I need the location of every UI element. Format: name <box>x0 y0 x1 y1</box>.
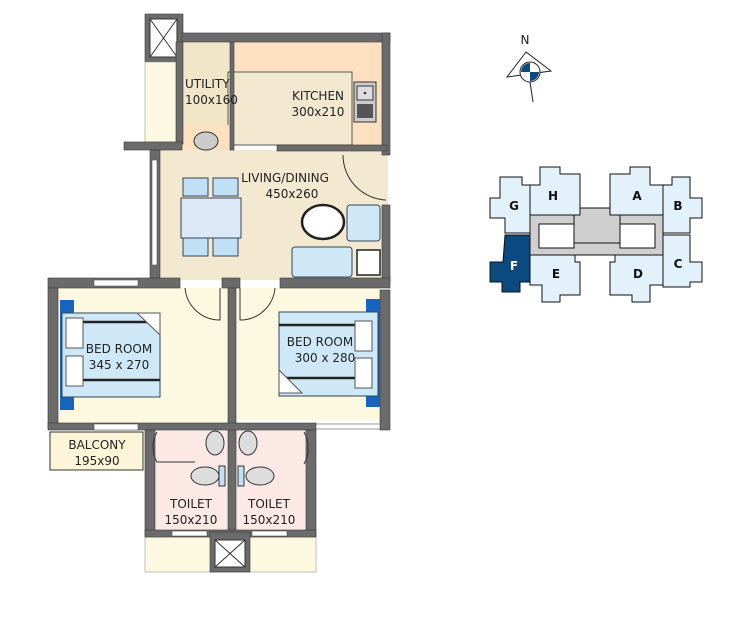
svg-text:D: D <box>633 267 643 281</box>
svg-text:450x260: 450x260 <box>266 187 319 201</box>
svg-text:LIVING/DINING: LIVING/DINING <box>241 171 329 185</box>
room-label-living: LIVING/DINING 450x260 <box>241 171 329 201</box>
key-plan-labels: G H A B F E D C <box>509 189 683 281</box>
room-label-kitchen: KITCHEN 300x210 <box>292 89 345 119</box>
svg-text:BED ROOM: BED ROOM <box>86 342 152 356</box>
room-label-toilet-2: TOILET 150x210 <box>243 497 296 527</box>
kitchen-counter-area <box>227 71 353 146</box>
svg-text:H: H <box>548 189 558 203</box>
svg-text:100x160: 100x160 <box>185 93 238 107</box>
sofa-icon <box>291 246 353 278</box>
svg-text:N: N <box>521 33 530 47</box>
svg-text:TOILET: TOILET <box>169 497 213 511</box>
key-unit-E <box>529 254 581 303</box>
key-unit-H <box>529 166 581 216</box>
room-label-utility: UTILITY 100x160 <box>185 77 238 107</box>
svg-text:195x90: 195x90 <box>74 454 119 468</box>
bottom-shaft <box>209 531 251 573</box>
key-plan <box>489 166 703 303</box>
north-compass-icon: N <box>505 33 553 103</box>
key-unit-G <box>489 176 531 234</box>
key-unit-A <box>609 166 664 216</box>
svg-text:KITCHEN: KITCHEN <box>292 89 344 103</box>
coffee-table-icon <box>300 203 346 241</box>
svg-text:345 x 270: 345 x 270 <box>89 358 150 372</box>
balcony-floor <box>49 431 144 471</box>
wash-basin-icon <box>193 131 219 151</box>
svg-text:BALCONY: BALCONY <box>68 438 126 452</box>
svg-text:TOILET: TOILET <box>247 497 291 511</box>
svg-text:C: C <box>674 257 683 271</box>
top-shaft <box>144 13 184 63</box>
svg-text:150x210: 150x210 <box>243 513 296 527</box>
kitchen-sink-icon <box>353 81 377 123</box>
key-unit-B <box>662 176 703 234</box>
room-label-bedroom-2: BED ROOM 300 x 280 <box>287 335 356 365</box>
svg-text:UTILITY: UTILITY <box>185 77 230 91</box>
svg-text:300 x 280: 300 x 280 <box>295 351 356 365</box>
svg-text:A: A <box>632 189 642 203</box>
armchair-icon <box>346 204 381 242</box>
key-unit-C <box>662 234 703 288</box>
side-table-icon <box>356 249 381 276</box>
room-label-bedroom-1: BED ROOM 345 x 270 <box>86 342 152 372</box>
utility-floor <box>183 42 230 125</box>
svg-text:E: E <box>552 267 560 281</box>
svg-text:F: F <box>510 259 518 273</box>
svg-text:B: B <box>673 199 682 213</box>
svg-text:G: G <box>509 199 519 213</box>
bed2-icon <box>278 299 380 407</box>
room-label-balcony: BALCONY 195x90 <box>68 438 126 468</box>
room-label-toilet-1: TOILET 150x210 <box>165 497 218 527</box>
bed1-icon <box>60 300 161 410</box>
door-swings <box>152 154 387 465</box>
svg-text:300x210: 300x210 <box>292 105 345 119</box>
svg-text:BED ROOM: BED ROOM <box>287 335 353 349</box>
dining-set-icon <box>180 177 242 257</box>
utility-balcony <box>144 61 182 143</box>
toilet-fixtures-icon <box>190 430 275 487</box>
svg-text:150x210: 150x210 <box>165 513 218 527</box>
